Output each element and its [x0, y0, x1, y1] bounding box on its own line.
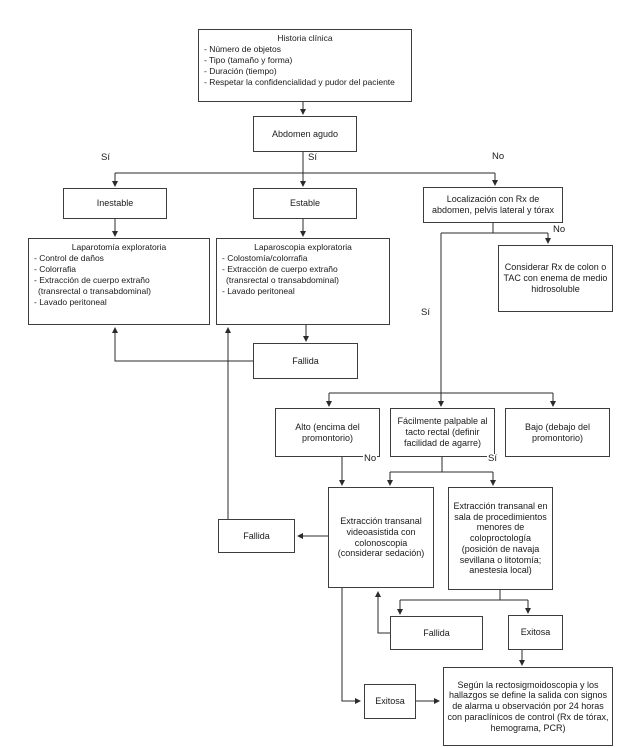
node-extraccion-sala-menores: Extracción transanal en sala de procedim… [448, 487, 553, 590]
list-item: - Lavado peritoneal [34, 297, 107, 308]
list-item: - Respetar la confidencialidad y pudor d… [204, 77, 395, 88]
list-item: (transrectal o transabdominal) [38, 286, 151, 297]
node-historia-clinica: Historia clínica - Número de objetos - T… [198, 29, 412, 102]
list-item: (transrectal o transabdominal) [226, 275, 339, 286]
node-title: Laparoscopia exploratoria [254, 242, 352, 252]
node-label: Exitosa [520, 627, 551, 638]
node-fallida-sala: Fallida [390, 616, 483, 650]
node-salida-rectosigmoidoscopia: Según la rectosigmoidoscopia y los halla… [443, 667, 613, 746]
node-estable: Estable [253, 188, 357, 219]
list-item: - Extracción de cuerpo extraño [222, 264, 338, 275]
node-bajo-promontorio: Bajo (debajo del promontorio) [505, 408, 610, 457]
edge-label-no-considerar: No [552, 224, 567, 235]
node-localizacion-rx: Localización con Rx de abdomen, pelvis l… [423, 187, 563, 223]
edge-label-si-inestable: Sí [100, 152, 111, 163]
edge-label-si-palpable: Sí [487, 453, 498, 464]
node-extraccion-videoasistida: Extracción transanal videoasistida con c… [328, 487, 434, 588]
node-facilmente-palpable: Fácilmente palpable al tacto rectal (def… [390, 408, 495, 457]
list-item: - Número de objetos [204, 44, 282, 55]
list-item: - Lavado peritoneal [222, 286, 295, 297]
node-exitosa-videoasistida: Exitosa [364, 684, 416, 719]
node-fallida-laparoscopia: Fallida [253, 343, 358, 379]
list-item: - Colostomía/colorrafia [222, 253, 308, 264]
list-item: - Duración (tiempo) [204, 66, 277, 77]
node-label: Fácilmente palpable al tacto rectal (def… [397, 416, 488, 448]
node-label: Según la rectosigmoidoscopia y los halla… [447, 679, 609, 733]
edge-label-si-estable: Sí [307, 152, 318, 163]
node-inestable: Inestable [63, 188, 167, 219]
node-label: Exitosa [375, 696, 405, 707]
node-label: Estable [289, 198, 321, 209]
edge-label-no-localizacion: No [491, 151, 506, 162]
node-label: Fallida [292, 355, 319, 366]
list-item: - Tipo (tamaño y forma) [204, 55, 293, 66]
node-label: Alto (encima del promontorio) [295, 421, 360, 443]
node-label: Bajo (debajo del promontorio) [524, 421, 591, 443]
node-label: Extracción transanal videoasistida con c… [337, 515, 425, 559]
node-label: Inestable [96, 198, 134, 209]
node-label: Fallida [243, 530, 270, 541]
edge-label-si-localizado: Sí [420, 307, 431, 318]
node-considerar-rx-colon: Considerar Rx de colon o TAC con enema d… [498, 245, 613, 312]
node-label: Fallida [423, 627, 450, 638]
list-item: - Colorrafia [34, 264, 77, 275]
node-laparotomia-exploratoria: Laparotomía exploratoria - Control de da… [28, 238, 210, 325]
node-label: Abdomen agudo [271, 128, 339, 139]
edge-label-no-palpable: No [363, 453, 378, 464]
node-abdomen-agudo: Abdomen agudo [253, 116, 357, 152]
node-label: Localización con Rx de abdomen, pelvis l… [431, 194, 555, 215]
node-title: Laparotomía exploratoria [71, 242, 167, 252]
list-item: - Extracción de cuerpo extraño [34, 275, 150, 286]
node-title: Historia clínica [277, 33, 333, 43]
node-label: Extracción transanal en sala de procedim… [453, 500, 548, 576]
node-laparoscopia-exploratoria: Laparoscopia exploratoria - Colostomía/c… [216, 238, 390, 325]
list-item: - Control de daños [34, 253, 104, 264]
node-fallida-videoasistida: Fallida [218, 519, 295, 553]
node-exitosa-sala: Exitosa [508, 615, 563, 650]
node-alto-promontorio: Alto (encima del promontorio) [275, 408, 380, 457]
node-label: Considerar Rx de colon o TAC con enema d… [503, 262, 608, 294]
